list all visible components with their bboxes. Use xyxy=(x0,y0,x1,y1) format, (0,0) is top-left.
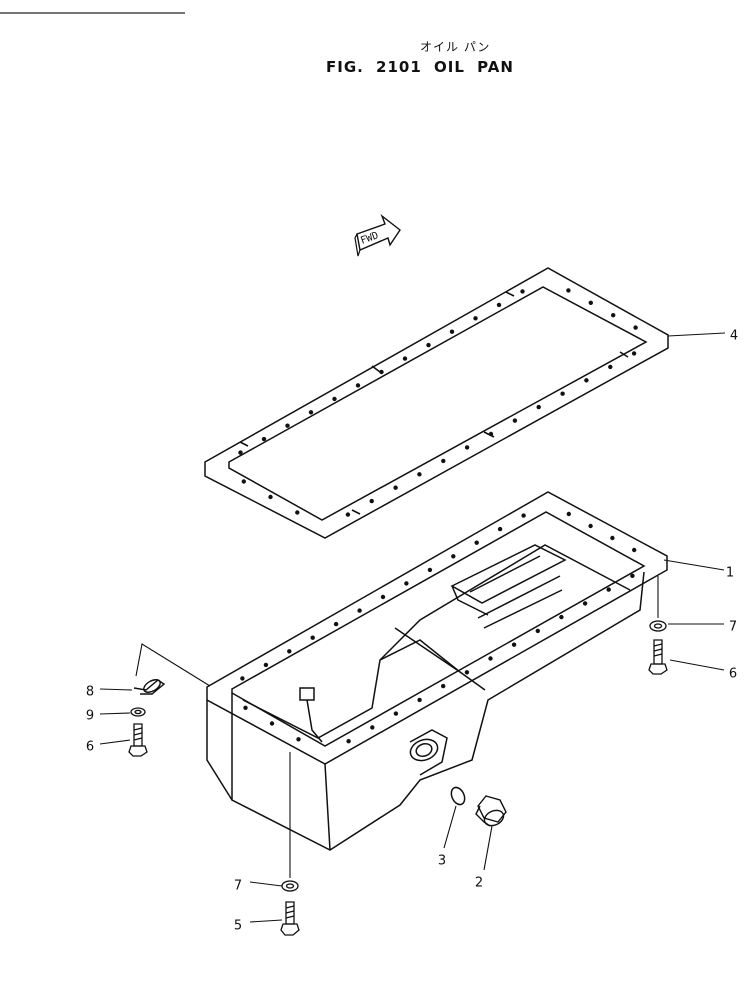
gasket-hole xyxy=(393,485,398,490)
gasket-hole xyxy=(560,391,565,396)
pan-hole xyxy=(310,635,315,640)
gasket-hole xyxy=(379,369,384,375)
pan-hole xyxy=(521,513,526,518)
bolt-6-left xyxy=(129,724,147,756)
gasket-hole xyxy=(464,445,470,450)
drain-plug-2 xyxy=(476,796,506,829)
forward-direction-arrow: FWD xyxy=(355,216,400,256)
gasket-hole xyxy=(584,378,589,383)
bolt-5 xyxy=(281,902,299,935)
gasket-hole xyxy=(608,364,613,370)
gasket-hole xyxy=(633,325,638,330)
gasket-hole xyxy=(488,431,494,437)
pan-hole xyxy=(427,567,433,573)
gasket-hole xyxy=(417,472,422,477)
pan-hole xyxy=(610,535,615,541)
pan-hole xyxy=(464,670,470,675)
pan-hole xyxy=(243,705,248,710)
callout-c3: 3 xyxy=(438,854,446,869)
callout-c6a: 6 xyxy=(729,667,737,682)
o-ring-3 xyxy=(449,785,467,806)
pan-hole xyxy=(296,737,301,742)
gasket-hole xyxy=(631,351,637,356)
pan-hole xyxy=(404,581,409,586)
pan-hole xyxy=(287,649,292,654)
callout-c1: 1 xyxy=(726,566,734,581)
gasket-hole xyxy=(441,458,446,464)
callout-c4: 4 xyxy=(730,329,738,344)
pan-hole xyxy=(370,725,375,730)
gasket-hole xyxy=(241,479,246,484)
gasket-hole xyxy=(449,329,455,334)
pan-hole xyxy=(269,721,275,726)
clip-8 xyxy=(134,677,164,695)
gasket-hole xyxy=(345,512,351,517)
gasket-hole xyxy=(238,450,243,455)
pan-hole xyxy=(559,614,564,620)
pan-hole xyxy=(393,711,399,716)
pan-hole xyxy=(441,683,446,689)
gasket-hole xyxy=(261,436,267,442)
gasket-bolt-holes xyxy=(238,288,638,517)
callout-c7a: 7 xyxy=(729,620,737,635)
gasket-hole xyxy=(512,418,518,423)
gasket-hole xyxy=(426,342,431,348)
callout-c7b: 7 xyxy=(234,879,242,894)
oil-pan-gasket xyxy=(205,268,668,538)
pan-hole xyxy=(474,540,479,545)
callout-c6b: 6 xyxy=(86,740,94,755)
pan-hole xyxy=(588,523,593,529)
gasket-hole xyxy=(566,288,571,293)
gasket-hole xyxy=(268,494,273,500)
pan-hole xyxy=(535,628,540,634)
gasket-hole xyxy=(295,510,300,515)
washer-7-bottom xyxy=(282,881,298,891)
washer-7-right xyxy=(650,621,666,631)
pan-hole xyxy=(630,573,635,578)
gasket-hole xyxy=(369,498,374,504)
pan-hole xyxy=(488,656,493,661)
pan-hole xyxy=(346,739,351,744)
pan-hole xyxy=(357,608,362,613)
gasket-hole xyxy=(473,316,478,321)
gasket-hole xyxy=(308,410,314,415)
pan-hole xyxy=(632,547,637,553)
gasket-hole xyxy=(588,300,593,305)
bolt-6-right xyxy=(649,640,667,674)
pan-hole xyxy=(333,621,339,627)
figure-title: FIG. 2101 OIL PAN xyxy=(326,58,514,76)
pan-hole xyxy=(582,601,588,606)
oil-pan-body xyxy=(207,492,667,850)
gasket-hole xyxy=(611,313,616,318)
gasket-hole xyxy=(496,302,502,308)
pan-hole xyxy=(566,511,571,517)
gasket-hole xyxy=(332,396,337,402)
pan-hole xyxy=(240,676,245,681)
pan-hole xyxy=(511,642,517,647)
callout-c5: 5 xyxy=(234,919,242,934)
gasket-hole xyxy=(285,423,290,428)
pan-hole xyxy=(417,697,422,703)
callout-c2: 2 xyxy=(475,876,483,891)
pan-hole xyxy=(497,526,503,532)
pan-hole xyxy=(606,587,611,592)
pan-hole xyxy=(380,594,386,600)
figure-title-japanese: オイル パン xyxy=(420,40,491,54)
washer-9 xyxy=(131,708,145,716)
callout-c9: 9 xyxy=(86,709,94,724)
gasket-hole xyxy=(536,404,541,410)
gasket-hole xyxy=(402,356,408,361)
gasket-hole xyxy=(520,289,525,294)
pan-bolt-holes xyxy=(240,511,637,744)
callout-numbers: 1 2 3 4 5 6 6 7 7 8 9 xyxy=(86,329,738,934)
leader-lines xyxy=(100,333,725,922)
pan-hole xyxy=(263,662,269,668)
gasket-hole xyxy=(355,383,361,388)
callout-c8: 8 xyxy=(86,685,94,700)
pan-hole xyxy=(451,554,456,559)
